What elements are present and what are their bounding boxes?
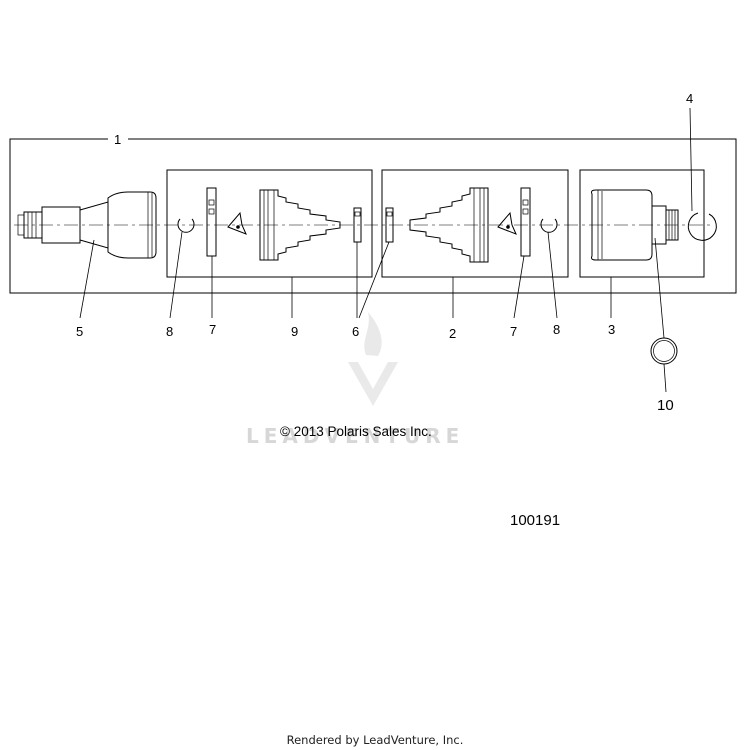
small-clamp-b	[385, 207, 394, 243]
callout-9: 9	[291, 324, 298, 339]
cv-joint-frame-inner	[579, 169, 705, 278]
o-ring	[650, 337, 678, 365]
small-clamp-a	[353, 207, 362, 243]
leadventure-watermark-logo	[348, 312, 398, 406]
copyright-notice: © 2013 Polaris Sales Inc.	[280, 424, 432, 439]
callout-10: 10	[657, 397, 674, 414]
footer-credit: Rendered by LeadVenture, Inc.	[286, 733, 464, 747]
assembly-frame	[9, 138, 737, 294]
callout-4: 4	[686, 91, 693, 106]
callout-7-right: 7	[510, 324, 517, 339]
callout-6: 6	[352, 324, 359, 339]
inner-boot	[409, 187, 489, 263]
boot-kit-frame-inner	[381, 169, 569, 278]
callout-2: 2	[449, 326, 456, 341]
callout-7-left: 7	[209, 322, 216, 337]
retaining-ring	[687, 212, 717, 241]
boot-kit-frame-outer	[166, 169, 373, 278]
outer-boot	[259, 189, 341, 261]
callout-5: 5	[76, 324, 83, 339]
inboard-cv-joint	[591, 189, 679, 261]
clamp-right	[520, 187, 531, 257]
callout-8-right: 8	[553, 322, 560, 337]
diagram-reference-number: 100191	[510, 512, 561, 529]
circlip-right	[540, 218, 558, 233]
callout-8-left: 8	[166, 324, 173, 339]
leadventure-watermark-text: LEADVENTURE	[246, 424, 465, 448]
clamp-left	[206, 187, 217, 257]
callout-3: 3	[608, 322, 615, 337]
circlip-left	[177, 218, 195, 233]
grease-packet-left	[227, 211, 247, 235]
outboard-cv-joint	[17, 191, 157, 259]
callout-1: 1	[114, 132, 121, 147]
grease-packet-right	[497, 211, 517, 235]
leader-lines	[79, 107, 693, 393]
